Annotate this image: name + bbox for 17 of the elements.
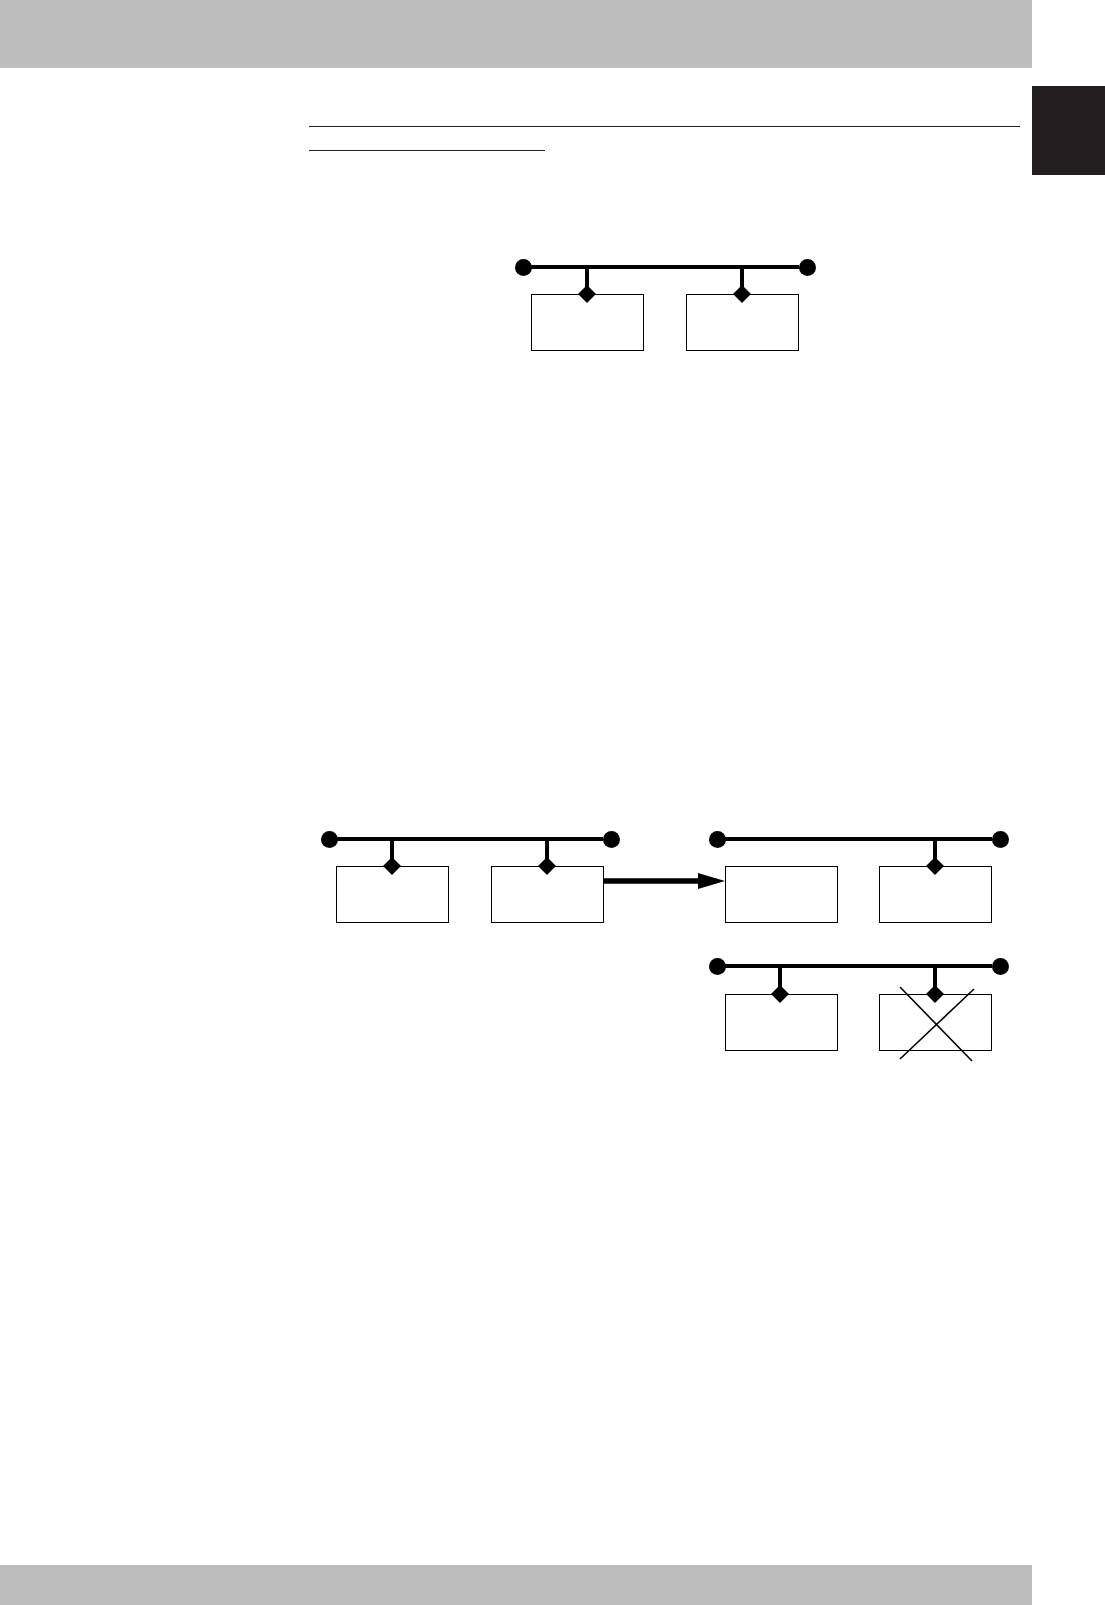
connector-line (538, 841, 556, 875)
device-box (686, 294, 799, 351)
device-box (879, 866, 992, 923)
section-tab (1032, 86, 1105, 175)
connector-line (383, 841, 401, 875)
device-box (725, 866, 838, 923)
connector-line (771, 968, 789, 1003)
connector-line (926, 968, 944, 1003)
device-box (531, 294, 644, 351)
arrow (604, 873, 725, 889)
device-box (491, 866, 604, 923)
connector-line (578, 269, 596, 303)
device-box (879, 994, 992, 1051)
connector-line (926, 841, 944, 875)
device-box (725, 994, 838, 1051)
connector-line (733, 269, 751, 303)
device-box (336, 866, 449, 923)
